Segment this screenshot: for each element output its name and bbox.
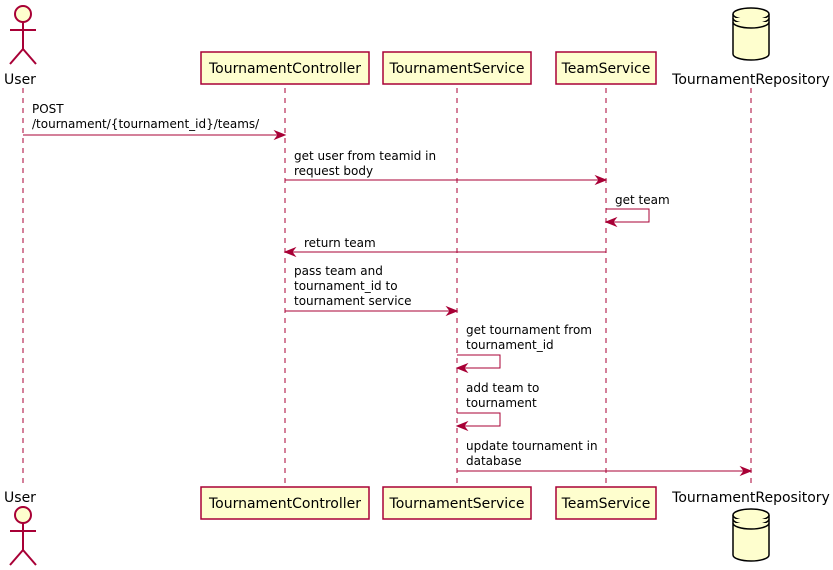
arrowhead-icon (455, 420, 469, 432)
actor-icon (9, 5, 37, 65)
message-text-line: tournament_id to (294, 279, 398, 293)
participant-team-service-top: TeamService (555, 51, 657, 85)
database-tournament-repository-top: TournamentRepository (671, 7, 830, 88)
message-text-line: update tournament in (466, 439, 598, 453)
arrowhead-icon (739, 465, 753, 477)
participant-box (382, 486, 532, 520)
database-tournament-repository-bottom: TournamentRepository (671, 490, 830, 562)
message-7: add team to tournament (455, 381, 539, 432)
message-text-line: pass team and (294, 264, 383, 278)
participant-tournament-service-top: TournamentService (382, 51, 532, 85)
message-text-line: /tournament/{tournament_id}/teams/ (32, 117, 260, 131)
message-1: POST /tournament/{tournament_id}/teams/ (23, 102, 287, 141)
message-4: return team (283, 236, 606, 258)
actor-user-bottom: User (4, 490, 37, 566)
participant-tournament-controller-top: TournamentController (200, 51, 370, 85)
message-text-line: get user from teamid in (294, 149, 436, 163)
arrowhead-icon (455, 362, 469, 374)
message-text-line: database (466, 454, 522, 468)
message-text-line: tournament service (294, 294, 412, 308)
participant-tournament-service-bottom: TournamentService (382, 486, 532, 520)
message-6: get tournament from tournament_id (455, 323, 592, 374)
arrowhead-icon (604, 216, 618, 228)
database-label: TournamentRepository (671, 490, 830, 506)
message-arrow (457, 354, 501, 369)
database-icon (732, 7, 770, 61)
participant-label: TournamentService (389, 496, 525, 512)
arrowhead-icon (445, 305, 459, 317)
participant-label: TeamService (561, 496, 651, 512)
message-text-line: return team (304, 236, 376, 250)
participant-box (200, 486, 370, 520)
actor-label: User (4, 72, 36, 88)
message-5: pass team and tournament_id to tournamen… (285, 264, 459, 317)
message-text-line: POST (32, 102, 64, 116)
message-3: get team (604, 193, 670, 228)
database-icon (732, 508, 770, 562)
actor-icon (9, 506, 37, 566)
participant-box (555, 51, 657, 85)
participant-box (555, 486, 657, 520)
message-text-line: request body (294, 164, 373, 178)
arrowhead-icon (273, 129, 287, 141)
participant-team-service-bottom: TeamService (555, 486, 657, 520)
message-arrow (457, 412, 501, 427)
actor-label: User (4, 490, 36, 506)
participant-label: TournamentController (208, 61, 361, 77)
participant-label: TournamentController (208, 496, 361, 512)
participant-tournament-controller-bottom: TournamentController (200, 486, 370, 520)
participant-label: TeamService (561, 61, 651, 77)
message-text-line: tournament (466, 396, 537, 410)
arrowhead-icon (283, 246, 297, 258)
message-8: update tournament in database (457, 439, 753, 477)
participant-box (200, 51, 370, 85)
participant-label: TournamentService (389, 61, 525, 77)
message-text-line: tournament_id (466, 338, 554, 352)
message-text-line: get team (615, 193, 670, 207)
database-label: TournamentRepository (671, 72, 830, 88)
message-arrow (606, 208, 650, 223)
message-2: get user from teamid in request body (285, 149, 608, 186)
arrowhead-icon (594, 174, 608, 186)
message-text-line: add team to (466, 381, 539, 395)
actor-user-top: User (4, 5, 37, 88)
participant-box (382, 51, 532, 85)
message-text-line: get tournament from (466, 323, 592, 337)
